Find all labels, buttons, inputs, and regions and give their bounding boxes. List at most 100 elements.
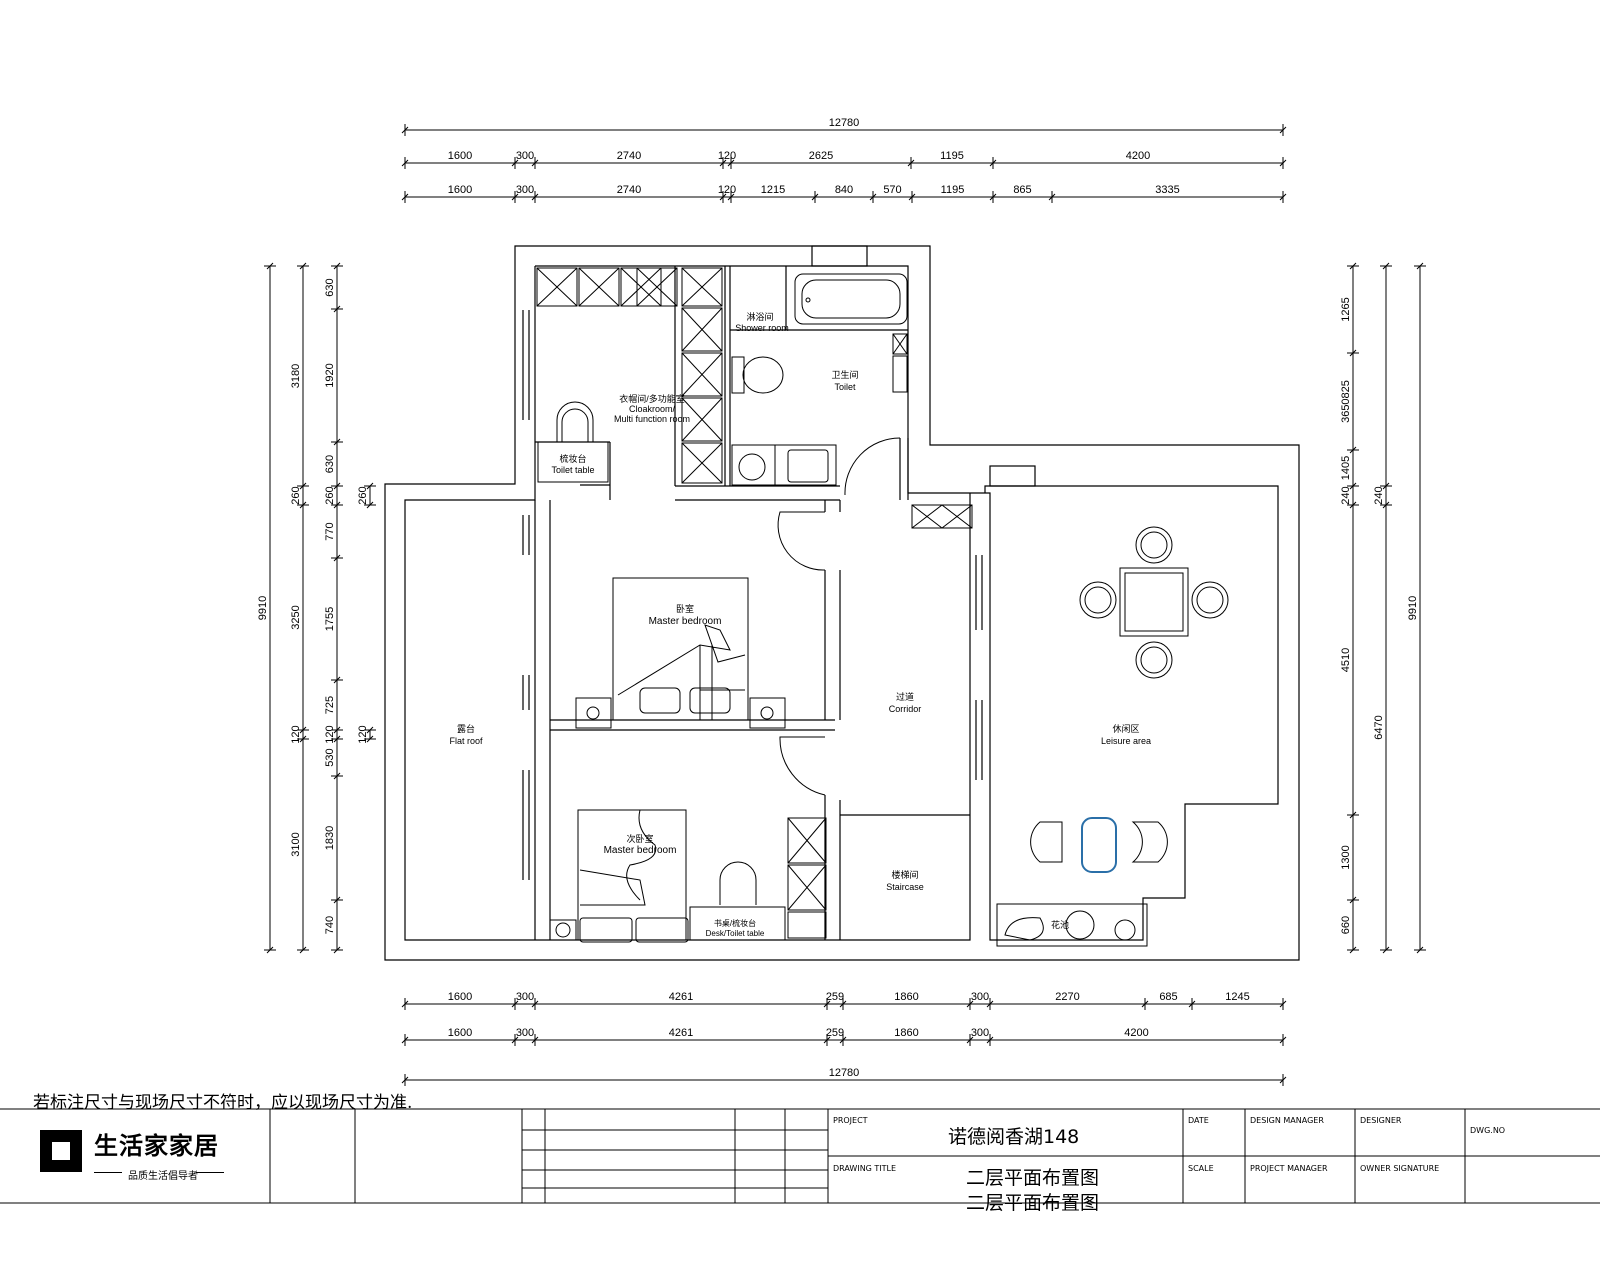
dimension-label: 260 bbox=[290, 486, 302, 504]
shower-label-en: Shower room bbox=[735, 323, 789, 333]
dimension-label: 1195 bbox=[940, 150, 964, 162]
dimension-label: 300 bbox=[516, 150, 534, 162]
scale-label: SCALE bbox=[1188, 1164, 1214, 1173]
desk-label-en: Desk/Toilet table bbox=[706, 929, 765, 938]
toilet-table-label-en: Toilet table bbox=[551, 465, 594, 475]
dimension-label: 3650825 bbox=[1340, 380, 1352, 423]
dimension-label: 300 bbox=[516, 991, 534, 1003]
master-bedroom-label-en: Master bedroom bbox=[649, 616, 722, 627]
title-block-grid bbox=[0, 1108, 1600, 1204]
drawing-title: 二层平面布置图 bbox=[966, 1167, 1100, 1189]
dimension-label: 120 bbox=[290, 725, 302, 743]
room-labels: 衣帽间/多功能室 Cloakroom/ Multi function room … bbox=[449, 311, 1151, 938]
dimension-label: 260 bbox=[357, 486, 369, 504]
dimension-label: 2740 bbox=[617, 150, 641, 162]
slogan-rule-left bbox=[94, 1172, 122, 1173]
dimension-label: 4200 bbox=[1124, 1027, 1148, 1039]
dimension-label: 770 bbox=[324, 522, 336, 540]
dimension-label: 630 bbox=[324, 278, 336, 296]
date-label: DATE bbox=[1188, 1116, 1209, 1125]
dimension-lines bbox=[264, 124, 1426, 1086]
dimension-label: 1600 bbox=[448, 991, 472, 1003]
dimension-label: 1265 bbox=[1340, 297, 1352, 321]
dwg-no-label: DWG.NO bbox=[1470, 1126, 1506, 1135]
dimension-label: 1405 bbox=[1340, 456, 1352, 480]
dimension-label: 4261 bbox=[669, 1027, 693, 1039]
slogan-rule-right bbox=[196, 1172, 224, 1173]
project-manager-label: PROJECT MANAGER bbox=[1250, 1164, 1328, 1173]
flat-roof-label-en: Flat roof bbox=[449, 736, 483, 746]
dimension-label: 1215 bbox=[761, 184, 785, 196]
staircase-label-zh: 楼梯间 bbox=[891, 869, 918, 880]
dimension-label: 2740 bbox=[617, 184, 641, 196]
dimension-label: 725 bbox=[324, 696, 336, 714]
dimension-label: 120 bbox=[324, 725, 336, 743]
bathroom-fixtures bbox=[537, 273, 908, 941]
dimension-label: 1830 bbox=[324, 826, 336, 850]
dimension-label: 12780 bbox=[829, 1067, 860, 1079]
dimension-label: 2625 bbox=[809, 150, 833, 162]
dimension-label: 4261 bbox=[669, 991, 693, 1003]
beds bbox=[549, 577, 786, 943]
dimension-label: 12780 bbox=[829, 117, 860, 129]
planter-label: 花池 bbox=[1051, 919, 1069, 930]
dimension-label: 4510 bbox=[1340, 648, 1352, 672]
dimension-label: 9910 bbox=[1407, 596, 1419, 620]
shower-label-zh: 淋浴间 bbox=[746, 311, 773, 322]
desk-label-zh: 书桌/梳妆台 bbox=[714, 918, 756, 928]
cloakroom-label-en1: Cloakroom/ bbox=[629, 404, 676, 414]
leisure-label-zh: 休闲区 bbox=[1112, 723, 1139, 734]
brand-slogan: 品质生活倡导者 bbox=[128, 1171, 198, 1182]
project-label: PROJECT bbox=[833, 1116, 868, 1125]
second-bedroom-label-en: Master bedroom bbox=[604, 845, 677, 856]
dimension-label: 300 bbox=[971, 991, 989, 1003]
dimension-label: 1195 bbox=[941, 184, 965, 196]
dimension-label: 530 bbox=[324, 748, 336, 766]
dimension-label: 1245 bbox=[1225, 991, 1249, 1003]
dimension-label: 740 bbox=[324, 916, 336, 934]
dimension-label: 3335 bbox=[1155, 184, 1179, 196]
brand-name: 生活家家居 bbox=[94, 1132, 219, 1160]
dimension-label: 660 bbox=[1340, 916, 1352, 934]
corridor-label-en: Corridor bbox=[889, 704, 922, 714]
dimension-label: 1860 bbox=[894, 991, 918, 1003]
dimension-label: 1300 bbox=[1340, 845, 1352, 869]
designer-label: DESIGNER bbox=[1360, 1116, 1402, 1125]
toilet-table-label-zh: 梳妆台 bbox=[559, 453, 586, 464]
floor-plan: 12780 1600 300 2740 120 2625 1195 4200 1600 300 27… bbox=[257, 117, 1426, 1086]
dimension-label: 685 bbox=[1159, 991, 1177, 1003]
drawing-title-duplicate: 二层平面布置图 bbox=[966, 1192, 1100, 1214]
dimension-label: 259 bbox=[826, 1027, 844, 1039]
project-name: 诺德阅香湖148 bbox=[948, 1126, 1080, 1148]
dimension-label: 6470 bbox=[1373, 715, 1385, 739]
dimension-label: 865 bbox=[1013, 184, 1031, 196]
brand-logo-icon bbox=[40, 1130, 82, 1172]
toilet-label-en: Toilet bbox=[834, 382, 856, 392]
dimension-label: 300 bbox=[971, 1027, 989, 1039]
door-swings bbox=[777, 437, 901, 796]
dimension-note: 若标注尺寸与现场尺寸不符时，应以现场尺寸为准. bbox=[33, 1093, 413, 1113]
owner-signature-label: OWNER SIGNATURE bbox=[1360, 1164, 1440, 1173]
dimension-label: 120 bbox=[718, 184, 736, 196]
dimension-label: 259 bbox=[826, 991, 844, 1003]
dimension-label: 3100 bbox=[290, 832, 302, 856]
dimension-label: 3250 bbox=[290, 605, 302, 629]
walls bbox=[384, 245, 1300, 961]
title-block: 生活家家居 品质生活倡导者 PROJECT 诺德阅香湖148 DRAWING T… bbox=[0, 1108, 1600, 1214]
dimension-label: 300 bbox=[516, 1027, 534, 1039]
leisure-furniture bbox=[996, 526, 1229, 947]
wardrobe-cabinets bbox=[536, 267, 973, 939]
dimension-labels: 12780 1600 300 2740 120 2625 1195 4200 1600 300 27… bbox=[257, 117, 1419, 1079]
dimension-label: 2270 bbox=[1055, 991, 1079, 1003]
dimension-label: 300 bbox=[516, 184, 534, 196]
dimension-label: 840 bbox=[835, 184, 853, 196]
second-bedroom-label-zh: 次卧室 bbox=[626, 833, 653, 844]
dimension-label: 1600 bbox=[448, 150, 472, 162]
cloakroom-label-en2: Multi function room bbox=[614, 414, 690, 424]
dimension-label: 120 bbox=[718, 150, 736, 162]
dimension-label: 1860 bbox=[894, 1027, 918, 1039]
design-manager-label: DESIGN MANAGER bbox=[1250, 1116, 1324, 1125]
cloakroom-label-zh: 衣帽间/多功能室 bbox=[619, 393, 685, 404]
dimension-label: 570 bbox=[883, 184, 901, 196]
dimension-label: 4200 bbox=[1126, 150, 1150, 162]
